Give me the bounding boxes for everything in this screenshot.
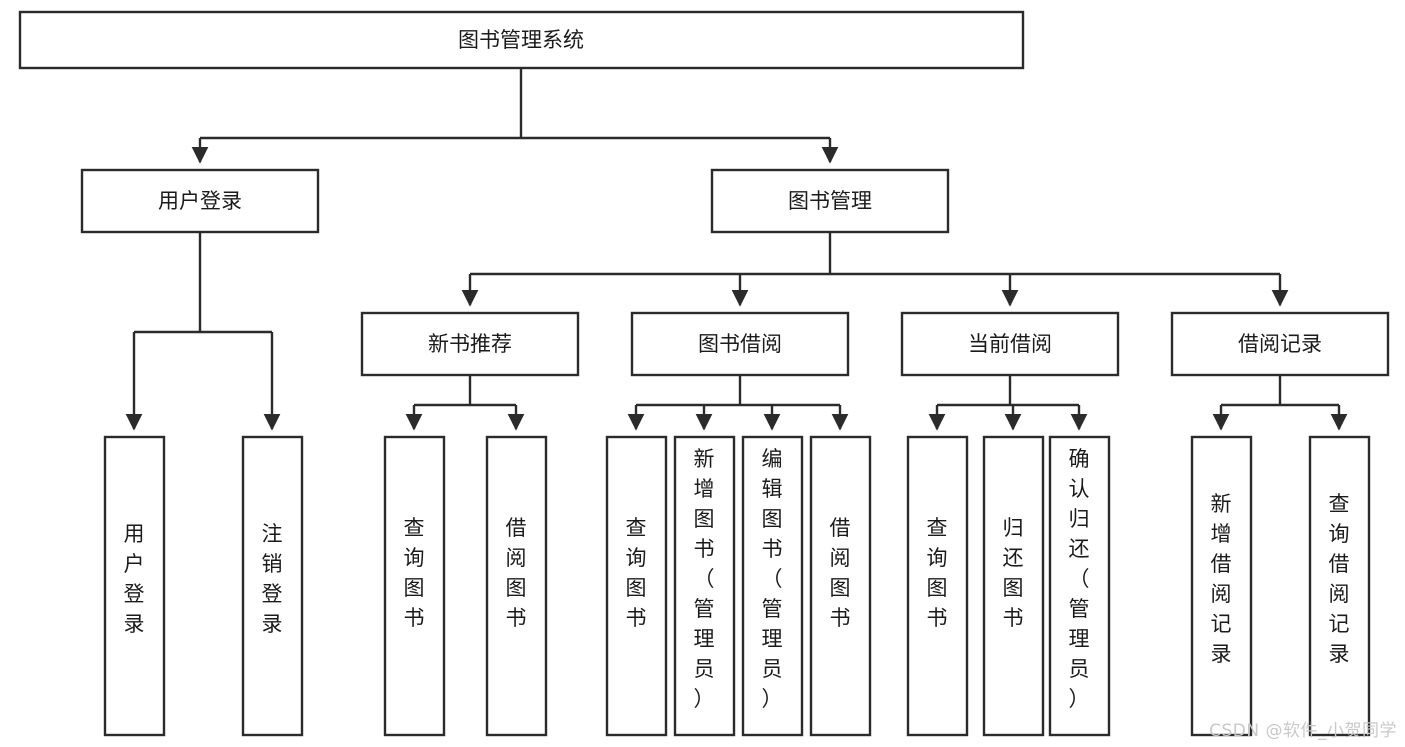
- node-leaf-query-borrow-record-label: 查询借阅记录: [1329, 492, 1350, 666]
- node-leaf-query-books-current[interactable]: 查询图书: [906, 435, 969, 737]
- node-leaf-add-borrow-record-label: 新增借阅记录: [1211, 492, 1232, 666]
- node-leaf-user-login[interactable]: 用户登录: [103, 435, 166, 737]
- connector-root-to-level2-trunk: [200, 68, 830, 140]
- connector-borrow-record-trunk: [1221, 375, 1339, 407]
- node-leaf-logout-box: [241, 435, 304, 737]
- node-leaf-return-book[interactable]: 归还图书: [982, 435, 1045, 737]
- node-new-book-rec-label: 新书推荐: [428, 332, 512, 356]
- node-leaf-add-book-admin[interactable]: 新增图书（管理员）: [673, 435, 736, 737]
- node-leaf-query-books-borrow-box: [605, 435, 668, 737]
- node-leaf-add-borrow-record-box: [1190, 435, 1253, 737]
- node-leaf-user-login-box: [103, 435, 166, 737]
- node-book-manage[interactable]: 图书管理: [710, 168, 950, 234]
- node-root[interactable]: 图书管理系统: [18, 10, 1025, 70]
- node-leaf-return-book-label: 归还图书: [1003, 516, 1024, 630]
- node-leaf-query-books-borrow[interactable]: 查询图书: [605, 435, 668, 737]
- node-leaf-borrow-books-rec-label: 借阅图书: [506, 516, 527, 630]
- node-root-label: 图书管理系统: [458, 28, 584, 52]
- node-book-borrow-label: 图书借阅: [698, 332, 782, 356]
- csdn-watermark: CSDN @软件_小贺同学: [1209, 721, 1397, 741]
- node-leaf-user-login-label: 用户登录: [124, 522, 145, 636]
- node-user-login-box: [80, 168, 320, 234]
- node-leaf-confirm-return-admin[interactable]: 确认归还（管理员）: [1048, 435, 1111, 737]
- node-new-book-rec-box: [360, 311, 580, 377]
- node-current-borrow-label: 当前借阅: [968, 332, 1052, 356]
- node-book-borrow-box: [630, 311, 850, 377]
- node-borrow-record-box: [1170, 311, 1390, 377]
- connector-book-borrow-trunk: [636, 375, 840, 407]
- node-leaf-add-book-admin-box: [673, 435, 736, 737]
- node-borrow-record[interactable]: 借阅记录: [1170, 311, 1390, 377]
- node-leaf-logout-label: 注销登录: [262, 522, 283, 636]
- node-current-borrow[interactable]: 当前借阅: [900, 311, 1120, 377]
- connector-current-borrow-trunk: [937, 375, 1079, 407]
- node-leaf-edit-book-admin-label: 编辑图书（管理员）: [762, 447, 783, 711]
- connectors-group: [125, 68, 1348, 431]
- node-user-login-label: 用户登录: [158, 189, 242, 213]
- node-user-login[interactable]: 用户登录: [80, 168, 320, 234]
- node-borrow-record-label: 借阅记录: [1238, 332, 1322, 356]
- connector-new-book-rec-trunk: [414, 375, 516, 407]
- node-leaf-add-book-admin-label: 新增图书（管理员）: [694, 447, 715, 711]
- node-leaf-borrow-book-label: 借阅图书: [830, 516, 851, 630]
- node-leaf-query-books-current-box: [906, 435, 969, 737]
- node-book-borrow[interactable]: 图书借阅: [630, 311, 850, 377]
- node-new-book-rec[interactable]: 新书推荐: [360, 311, 580, 377]
- node-leaf-confirm-return-admin-box: [1048, 435, 1111, 737]
- node-leaf-borrow-book-box: [809, 435, 872, 737]
- node-leaf-add-borrow-record[interactable]: 新增借阅记录: [1190, 435, 1253, 737]
- node-leaf-query-books-rec-label: 查询图书: [404, 516, 425, 630]
- node-leaf-borrow-books-rec-box: [485, 435, 548, 737]
- node-leaf-query-books-rec-box: [383, 435, 446, 737]
- node-leaf-logout[interactable]: 注销登录: [241, 435, 304, 737]
- connector-book-manage-trunk: [470, 232, 1280, 276]
- connector-user-login-trunk: [134, 232, 272, 334]
- node-leaf-query-books-current-label: 查询图书: [927, 516, 948, 630]
- node-leaf-query-books-borrow-label: 查询图书: [626, 516, 647, 630]
- node-book-manage-box: [710, 168, 950, 234]
- node-leaf-query-borrow-record-box: [1308, 435, 1371, 737]
- node-leaf-borrow-book[interactable]: 借阅图书: [809, 435, 872, 737]
- node-leaf-edit-book-admin-box: [741, 435, 804, 737]
- node-leaf-edit-book-admin[interactable]: 编辑图书（管理员）: [741, 435, 804, 737]
- node-leaf-confirm-return-admin-label: 确认归还（管理员）: [1069, 447, 1090, 711]
- node-book-manage-label: 图书管理: [788, 189, 872, 213]
- node-leaf-borrow-books-rec[interactable]: 借阅图书: [485, 435, 548, 737]
- node-root-box: [18, 10, 1025, 70]
- node-leaf-return-book-box: [982, 435, 1045, 737]
- node-leaf-query-books-rec[interactable]: 查询图书: [383, 435, 446, 737]
- node-leaf-query-borrow-record[interactable]: 查询借阅记录: [1308, 435, 1371, 737]
- node-current-borrow-box: [900, 311, 1120, 377]
